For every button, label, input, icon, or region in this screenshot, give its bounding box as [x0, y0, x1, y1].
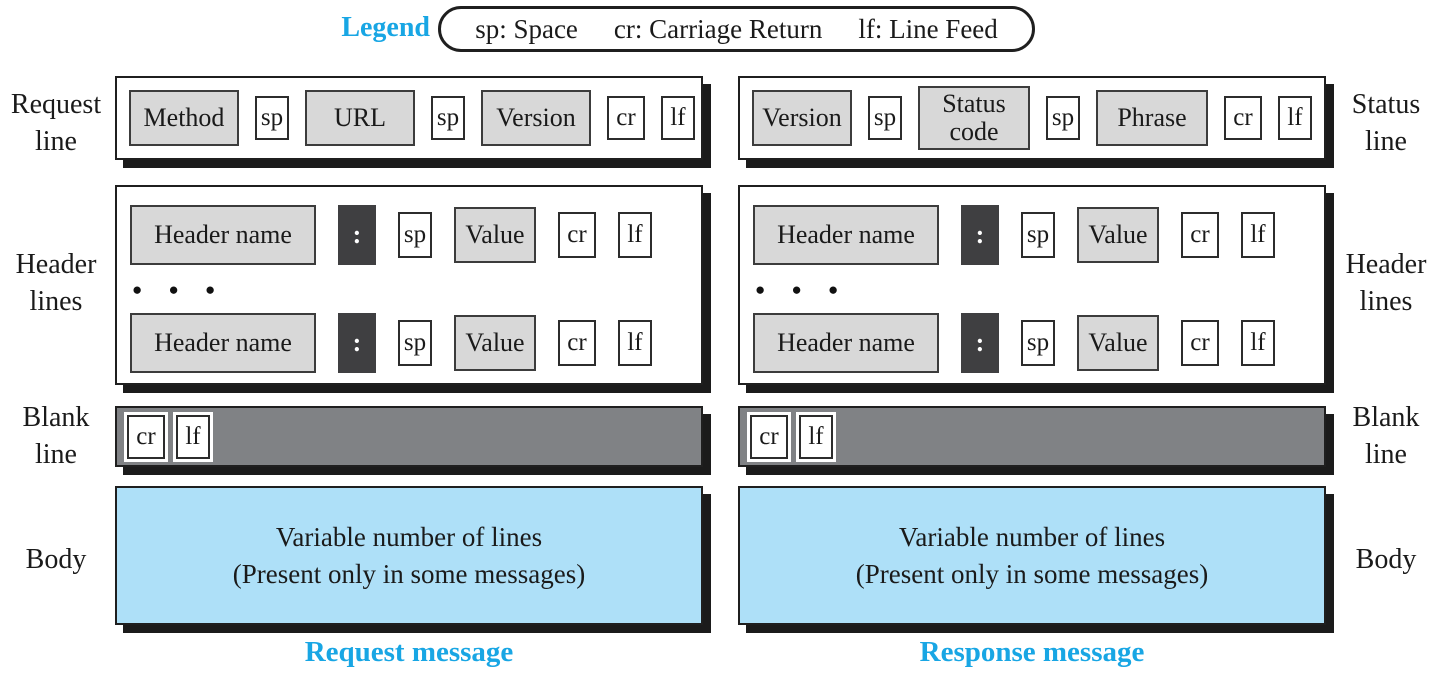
header-row: Header name : sp Value cr lf	[753, 313, 1324, 373]
colon-box: :	[338, 205, 376, 265]
body-box: Variable number of lines (Present only i…	[738, 486, 1326, 625]
lf-box: lf	[618, 320, 652, 366]
body-label-left: Body	[25, 544, 87, 575]
legend-item-sp: sp: Space	[475, 13, 578, 44]
request-line-box: Method sp URL sp Version cr lf	[115, 76, 703, 160]
status-code-box: Status code	[918, 86, 1030, 150]
sp-box: sp	[255, 96, 289, 140]
lf-box: lf	[1241, 212, 1275, 258]
header-lines-box: Header name : sp Value cr lf ● ● ● Heade…	[738, 185, 1326, 385]
header-lines-box: Header name : sp Value cr lf ● ● ● Heade…	[115, 185, 703, 385]
header-lines-label-right: Header lines	[1345, 249, 1427, 317]
request-message-caption: Request message	[304, 636, 514, 668]
value-box: Value	[454, 207, 536, 263]
response-message-column: Version sp Status code sp Phrase cr lf H…	[738, 0, 1326, 675]
response-message-caption: Response message	[919, 636, 1145, 668]
sp-box: sp	[398, 212, 432, 258]
cr-box: cr	[127, 414, 165, 459]
header-lines-label-left: Header lines	[15, 249, 97, 317]
sp-box: sp	[431, 96, 465, 140]
header-row: Header name : sp Value cr lf	[130, 313, 701, 373]
blank-line-bar: cr lf	[738, 406, 1326, 467]
body-text-line1: Variable number of lines	[275, 521, 543, 552]
sp-box: sp	[1021, 212, 1055, 258]
colon-box: :	[961, 313, 999, 373]
blank-line-label-right: Blank line	[1352, 402, 1420, 470]
cr-box: cr	[607, 96, 645, 140]
version-box: Version	[752, 90, 852, 146]
lf-box: lf	[661, 96, 695, 140]
cr-box: cr	[558, 320, 596, 366]
cr-box: cr	[1181, 320, 1219, 366]
header-name-box: Header name	[130, 313, 316, 373]
status-line-label: Status line	[1351, 89, 1421, 157]
lf-box: lf	[1278, 96, 1312, 140]
legend-item-lf: lf: Line Feed	[858, 13, 998, 44]
lf-box: lf	[176, 414, 210, 459]
lf-box: lf	[1241, 320, 1275, 366]
body-text-line2: (Present only in some messages)	[855, 558, 1209, 589]
body-text-line1: Variable number of lines	[898, 521, 1166, 552]
request-line-label: Request line	[10, 89, 102, 157]
header-name-box: Header name	[753, 313, 939, 373]
legend-box: sp: Space cr: Carriage Return lf: Line F…	[438, 6, 1035, 52]
value-box: Value	[1077, 207, 1159, 263]
cr-box: cr	[558, 212, 596, 258]
request-message-column: Method sp URL sp Version cr lf Header na…	[115, 0, 703, 675]
body-text-line2: (Present only in some messages)	[232, 558, 586, 589]
ellipsis-dots: ● ● ●	[755, 280, 850, 299]
colon-box: :	[961, 205, 999, 265]
legend-item-cr: cr: Carriage Return	[613, 13, 823, 44]
sp-box: sp	[1021, 320, 1055, 366]
cr-box: cr	[1224, 96, 1262, 140]
sp-box: sp	[868, 96, 902, 140]
legend-title: Legend	[341, 12, 430, 43]
blank-line-label-left: Blank line	[22, 402, 90, 470]
cr-box: cr	[1181, 212, 1219, 258]
sp-box: sp	[398, 320, 432, 366]
url-box: URL	[305, 90, 415, 146]
body-box: Variable number of lines (Present only i…	[115, 486, 703, 625]
lf-box: lf	[799, 414, 833, 459]
header-row: Header name : sp Value cr lf	[130, 205, 701, 265]
value-box: Value	[1077, 315, 1159, 371]
cr-box: cr	[750, 414, 788, 459]
status-line-box: Version sp Status code sp Phrase cr lf	[738, 76, 1326, 160]
ellipsis-dots: ● ● ●	[132, 280, 227, 299]
header-name-box: Header name	[753, 205, 939, 265]
method-box: Method	[129, 90, 239, 146]
sp-box: sp	[1046, 96, 1080, 140]
header-row: Header name : sp Value cr lf	[753, 205, 1324, 265]
value-box: Value	[454, 315, 536, 371]
version-box: Version	[481, 90, 591, 146]
lf-box: lf	[618, 212, 652, 258]
body-label-right: Body	[1355, 544, 1417, 575]
colon-box: :	[338, 313, 376, 373]
phrase-box: Phrase	[1096, 90, 1208, 146]
header-name-box: Header name	[130, 205, 316, 265]
blank-line-bar: cr lf	[115, 406, 703, 467]
